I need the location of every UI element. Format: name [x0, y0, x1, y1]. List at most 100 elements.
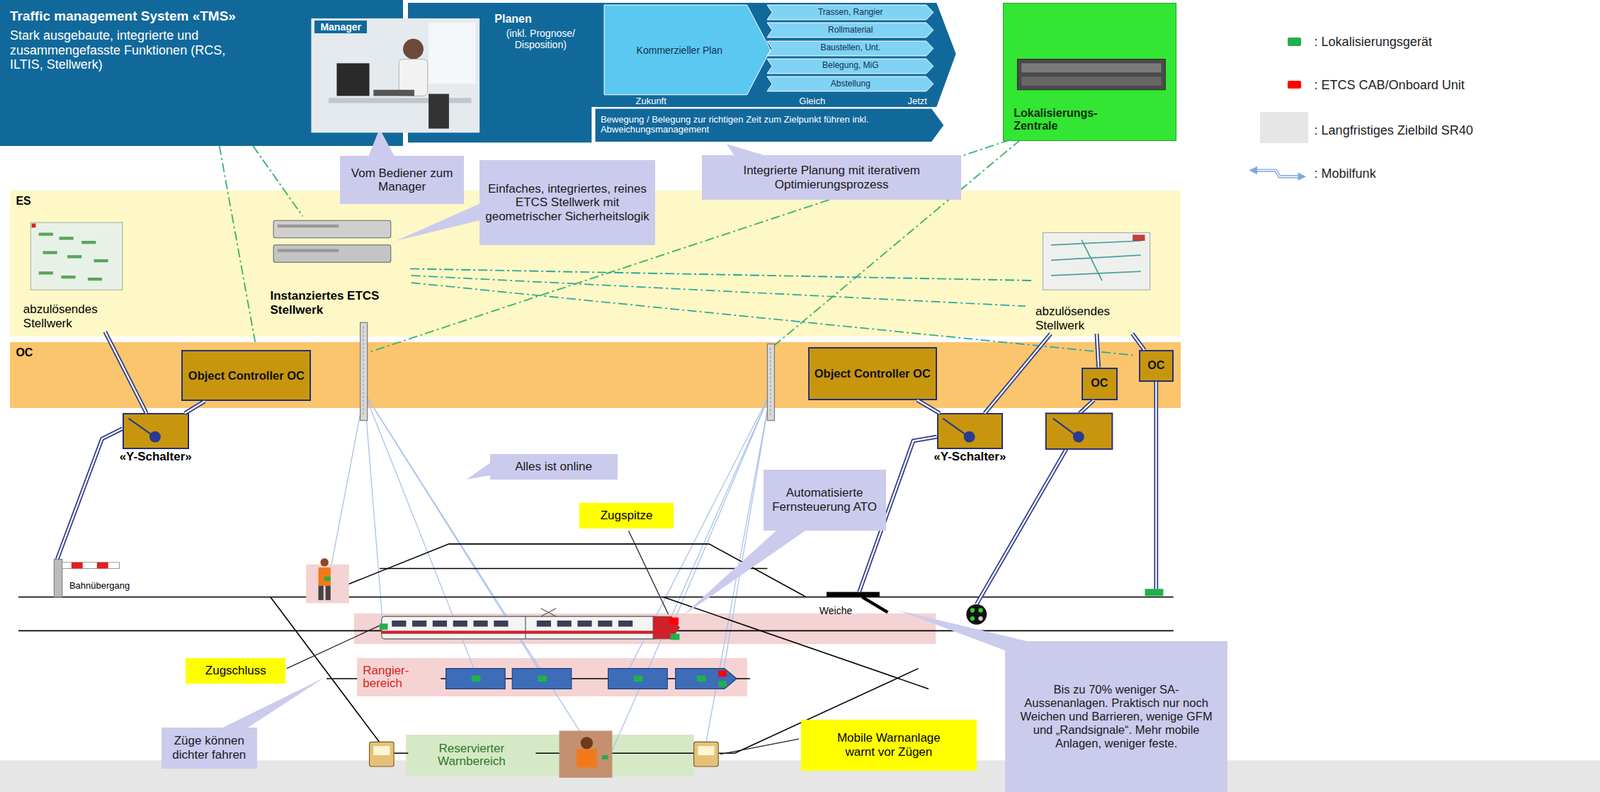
- node-outline: [767, 76, 934, 92]
- cable: [859, 437, 937, 593]
- cable: [976, 449, 1067, 605]
- track: [440, 677, 751, 680]
- callout-box: Einfaches, integriertes, reines ETCS Ste…: [479, 160, 656, 246]
- radio-link: [328, 393, 365, 581]
- connector: [252, 145, 303, 217]
- interlocking-link: [411, 275, 1134, 355]
- node-text: Instanziertes ETCS Stellwerk: [269, 288, 384, 317]
- interlocking-device: [273, 220, 391, 238]
- track: [379, 568, 768, 570]
- cable-core: [984, 333, 1051, 413]
- node-text: OC: [1147, 359, 1165, 372]
- radio-mast: [360, 322, 368, 421]
- node-text: Trassen, Rangier: [818, 7, 884, 18]
- location-link: [219, 139, 1021, 353]
- node-outline: [767, 22, 934, 38]
- node-outline: [604, 4, 771, 95]
- manager-picture: [373, 89, 415, 97]
- node-text: Mobile Warnanlage warnt vor Zügen: [825, 730, 953, 759]
- radio-link: [364, 393, 478, 678]
- signal: [978, 616, 983, 621]
- manager-picture: [428, 22, 476, 84]
- node-text: Bewegung / Belegung zur richtigen Zeit z…: [600, 114, 926, 136]
- relay-interlocking-picture: [1051, 240, 1142, 246]
- node-text: Stark ausgebaute, integrierte und zusamm…: [9, 28, 255, 73]
- leader-line: [720, 738, 799, 755]
- node-text: Lokalisierungs-Zentrale: [1013, 106, 1120, 134]
- layer-band: OCObject Controller OCObject Controller …: [9, 342, 1180, 409]
- data-link: [410, 268, 1033, 281]
- free-label: Bahnübergang: [69, 580, 130, 591]
- callout-pointer: [395, 199, 489, 241]
- train: [557, 620, 572, 627]
- callout-box: Vom Bediener zum Manager: [339, 155, 465, 204]
- relay-interlocking-picture: [1051, 240, 1142, 282]
- node-text: Manager: [314, 20, 367, 34]
- legend-radio-sample: [1252, 170, 1302, 178]
- cable: [976, 449, 1067, 605]
- node-text: Kommerzieller Plan: [636, 44, 723, 56]
- manager-picture: [398, 59, 428, 97]
- cable: [1079, 400, 1094, 414]
- mobile-warning-device: [697, 745, 714, 756]
- connector: [104, 331, 147, 413]
- track-worker: [325, 585, 331, 600]
- level-crossing: [62, 562, 120, 569]
- node-text: Rangier-bereich: [362, 664, 423, 690]
- track: [270, 597, 408, 753]
- wagon-device: [471, 670, 727, 688]
- highlight-callout: Zugspitze: [579, 502, 674, 529]
- cable-core: [1096, 333, 1099, 368]
- relay-interlocking-picture: [81, 240, 96, 244]
- train: [597, 620, 612, 627]
- callout-pointer: [216, 677, 325, 731]
- track-worker: [318, 585, 323, 600]
- train: [493, 620, 508, 627]
- track-worker: [318, 567, 331, 586]
- shunting-wagon: [675, 668, 737, 690]
- train: [381, 616, 658, 639]
- legend-radio-sample: [1298, 172, 1307, 181]
- radio-link: [364, 393, 383, 623]
- node-text: OC: [15, 346, 33, 360]
- interlocking-link: [411, 275, 1026, 306]
- cable-outline: [104, 331, 147, 413]
- node-text: Zugschluss: [205, 663, 267, 678]
- node-text: Zugspitze: [600, 508, 654, 523]
- plan-item: Baustellen, Unt.: [767, 41, 934, 56]
- train: [524, 616, 526, 639]
- y-switch-symbol: [963, 431, 976, 443]
- track: [326, 677, 357, 680]
- server-icon: [1017, 59, 1166, 90]
- location-link: [772, 139, 1021, 347]
- callout-pointer: [681, 526, 811, 617]
- leader-line: [286, 530, 799, 755]
- connector: [184, 400, 205, 413]
- legend-text: : Mobilfunk: [1314, 166, 1377, 182]
- cable-core: [184, 400, 205, 413]
- train-band: [354, 613, 936, 644]
- construction-worker: [580, 736, 593, 749]
- train: [536, 620, 552, 627]
- callout-pointer: [367, 128, 396, 160]
- callout-pointer: [726, 143, 778, 160]
- plan-item: Abstellung: [767, 76, 934, 92]
- connector: [1096, 333, 1099, 368]
- connector: [984, 333, 1051, 413]
- train: [618, 620, 633, 627]
- radio-link: [364, 393, 592, 751]
- switch-controller: [1053, 418, 1077, 436]
- callout-box: Alles ist online: [490, 454, 618, 480]
- node-text: Automatisierte Fernsteuerung ATO: [769, 485, 881, 514]
- radio-mast: [769, 347, 771, 417]
- radio-link: [722, 393, 771, 678]
- shunting-wagon: [608, 668, 668, 690]
- track-worker: [324, 576, 331, 581]
- cable-outline: [184, 400, 205, 413]
- relay-interlocking-picture: [38, 232, 54, 236]
- y-switch-box: «Y-Schalter»: [937, 412, 1004, 449]
- connector: [1132, 333, 1145, 350]
- relay-interlocking-picture: [1132, 234, 1145, 241]
- radio-mast: [362, 326, 364, 417]
